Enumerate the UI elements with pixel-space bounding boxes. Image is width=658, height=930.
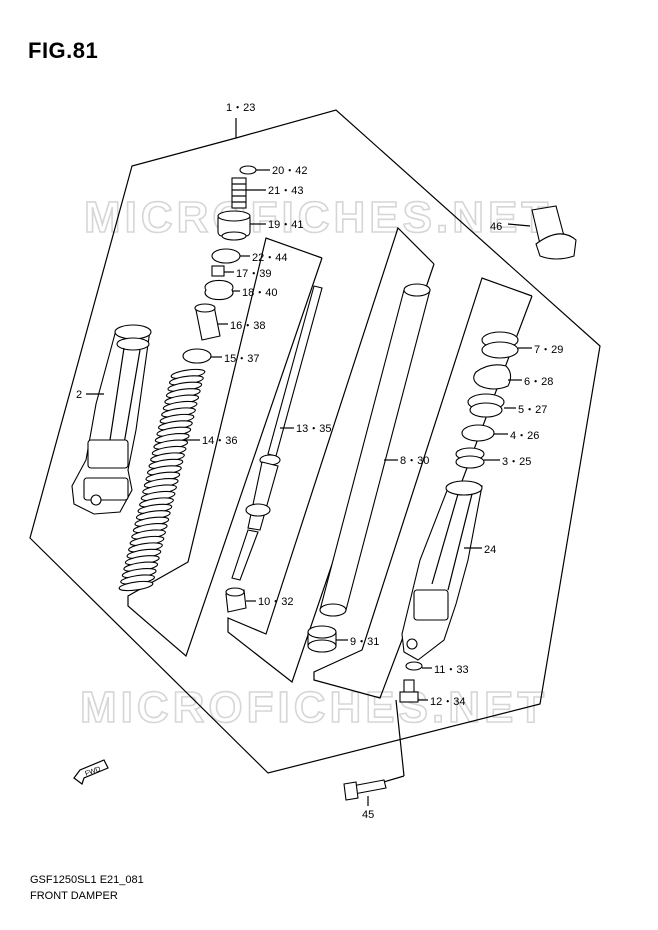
spring-washer <box>182 348 212 364</box>
oring-top <box>239 165 257 175</box>
callout-17-39: 17・39 <box>236 268 271 280</box>
callout-9-31: 9・31 <box>350 636 379 648</box>
piston-bush <box>225 587 247 613</box>
dust-seal <box>481 331 519 359</box>
fork-spring <box>118 368 206 592</box>
forward-arrow-icon: FWD <box>73 759 109 785</box>
footer-figure-code: GSF1250SL1 E21_081 <box>30 874 144 886</box>
slide-bushing <box>307 625 337 653</box>
fork-guard-cover <box>531 205 577 260</box>
watermark-bottom: MICROFICHES.NET <box>80 683 548 732</box>
spring-coil <box>118 580 154 592</box>
adjuster-bolt <box>231 177 247 209</box>
callout-7-29: 7・29 <box>534 344 563 356</box>
fork-inner-body <box>71 324 152 515</box>
callout-22-44: 22・44 <box>252 252 287 264</box>
callout-11-33: 11・33 <box>434 664 469 676</box>
callout-14-36: 14・36 <box>202 435 237 447</box>
oil-seal-washer <box>461 424 495 442</box>
callout-20-42: 20・42 <box>272 165 307 177</box>
callout-13-35: 13・35 <box>296 423 331 435</box>
callout-4-26: 4・26 <box>510 430 539 442</box>
damper-rod <box>231 285 323 581</box>
callout-5-27: 5・27 <box>518 404 547 416</box>
fork-cap-bolt <box>217 210 251 241</box>
leader-45-vertical <box>395 699 405 777</box>
callout-24: 24 <box>484 544 496 556</box>
leader-46 <box>507 223 531 227</box>
callout-19-41: 19・41 <box>268 219 303 231</box>
callout-1-23: 1・23 <box>226 102 255 114</box>
callout-12-34: 12・34 <box>430 696 465 708</box>
guide-bushing <box>455 447 485 469</box>
callout-8-30: 8・30 <box>400 455 429 467</box>
oring-cap <box>211 248 241 264</box>
callout-10-32: 10・32 <box>258 596 293 608</box>
stopper-ring <box>473 364 512 390</box>
group-bracket-rod <box>127 237 323 658</box>
fork-outer-tube <box>401 480 483 661</box>
callout-16-38: 16・38 <box>230 320 265 332</box>
group-bracket-outer <box>313 277 533 699</box>
axle-clamp-bolt <box>343 779 387 801</box>
callout-18-40: 18・40 <box>242 287 277 299</box>
oil-seal <box>467 393 505 418</box>
callout-2: 2 <box>76 389 82 401</box>
group-bracket-tube <box>227 226 435 683</box>
callout-15-37: 15・37 <box>224 353 259 365</box>
inner-tube <box>319 283 431 617</box>
callout-6-28: 6・28 <box>524 376 553 388</box>
damper-bolt <box>399 679 419 703</box>
footer-figure-name: FRONT DAMPER <box>30 890 118 902</box>
watermark-top: MICROFICHES.NET <box>84 193 552 242</box>
figure-title: FIG.81 <box>28 38 99 63</box>
spacer-tube <box>194 303 221 341</box>
callout-46: 46 <box>490 221 502 233</box>
spring-seat-washer <box>204 279 234 301</box>
callout-45: 45 <box>362 809 374 821</box>
callout-3-25: 3・25 <box>502 456 531 468</box>
assembly-outline <box>29 109 601 774</box>
lock-nut <box>211 265 225 277</box>
drain-washer <box>405 661 423 671</box>
callout-21-43: 21・43 <box>268 185 303 197</box>
